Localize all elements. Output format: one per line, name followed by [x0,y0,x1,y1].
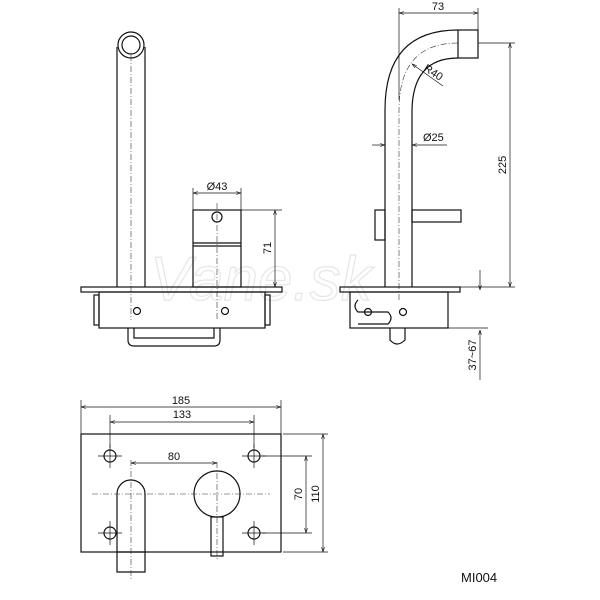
plate-view: 185 133 80 70 110 [80,395,328,580]
dim-wall-depth: 37~67 [467,340,479,371]
dim-plate-width: 185 [172,395,190,407]
dim-plate-height: 110 [310,485,322,503]
mounting-holes [98,444,266,545]
dim-bend-radius: R40 [421,62,444,83]
dim-hole-spacing-v: 70 [293,488,305,500]
side-view: 73 R40 Ø25 225 37~67 [339,1,515,380]
dim-spout-height: 225 [497,156,509,174]
dim-mixer-height: 71 [262,242,274,254]
watermark: Vane.sk [150,245,375,314]
dim-hole-spacing-h: 133 [173,409,191,421]
dim-spout-reach: 73 [432,1,444,13]
drawing-code: MI004 [461,570,497,585]
front-view: Ø43 71 [80,31,283,347]
dim-pipe-diameter: Ø25 [423,132,444,144]
dim-mixer-diameter: Ø43 [207,181,228,193]
dim-axis-spacing: 80 [168,451,180,463]
